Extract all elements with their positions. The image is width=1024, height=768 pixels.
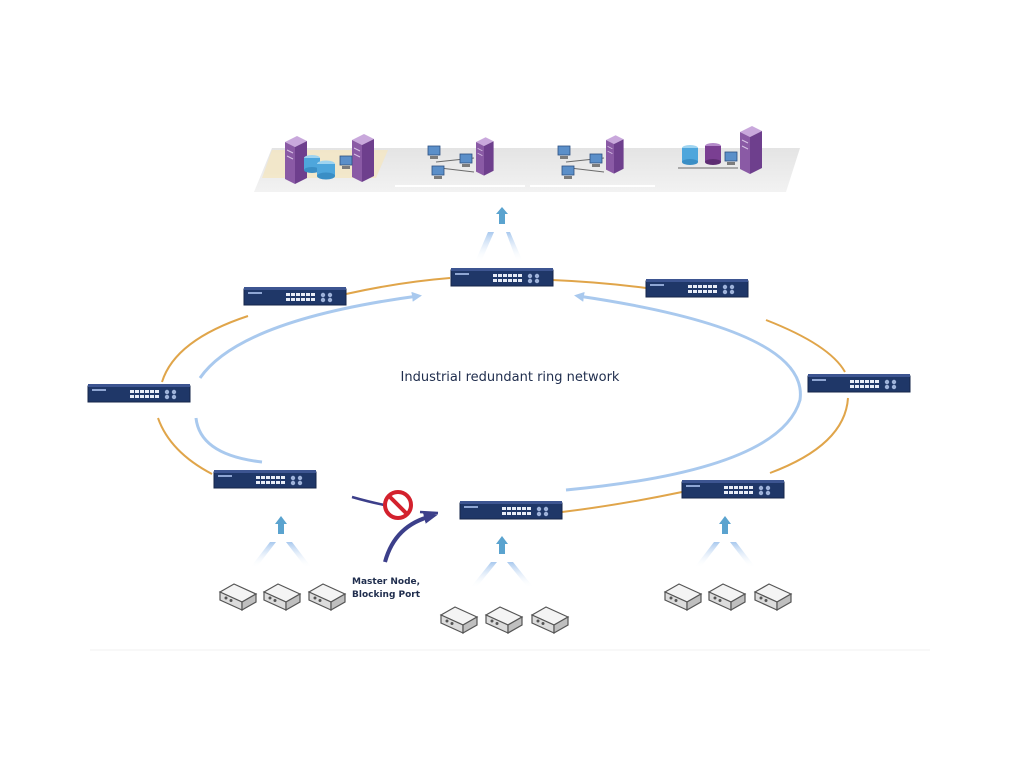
field-device-icon — [708, 583, 746, 611]
field-device-icon — [754, 583, 792, 611]
master-node-label: Master Node, Blocking Port — [352, 576, 442, 602]
server-tower-icon — [739, 125, 763, 175]
server-platform — [254, 125, 800, 192]
ethernet-switch-icon — [243, 286, 347, 306]
traffic-flow-arrows — [194, 291, 802, 492]
uplink-flow — [475, 207, 523, 262]
device-uplink-right — [694, 516, 756, 568]
field-device-icon — [531, 606, 569, 634]
ethernet-switch-icon — [87, 383, 191, 403]
field-device-icon — [440, 606, 478, 634]
field-device-icon — [219, 583, 257, 611]
server-tower-icon — [351, 133, 375, 183]
server-tower-icon — [605, 134, 624, 175]
field-device-icon — [263, 583, 301, 611]
ethernet-switch-icon — [807, 373, 911, 393]
ethernet-switch-icon — [645, 278, 749, 298]
master-switch-icon — [459, 500, 563, 520]
ring-network-title: Industrial redundant ring network — [400, 370, 620, 385]
device-uplink-left — [250, 516, 312, 568]
blocked-port-icon — [383, 490, 413, 520]
field-device-icon — [485, 606, 523, 634]
ring-links — [157, 277, 849, 513]
ethernet-switch-icon — [450, 267, 554, 287]
master-node-label-line1: Master Node, — [352, 577, 421, 587]
server-tower-icon — [284, 135, 308, 185]
master-node-label-line2: Blocking Port — [352, 590, 421, 600]
field-device-icon — [308, 583, 346, 611]
server-tower-icon — [475, 136, 495, 177]
ethernet-switch-icon — [681, 479, 785, 499]
database-cylinder-icon — [304, 155, 335, 180]
ethernet-switch-icon — [213, 469, 317, 489]
database-cylinder-icon — [682, 143, 721, 165]
field-device-icon — [664, 583, 702, 611]
device-uplink-center — [470, 536, 534, 588]
